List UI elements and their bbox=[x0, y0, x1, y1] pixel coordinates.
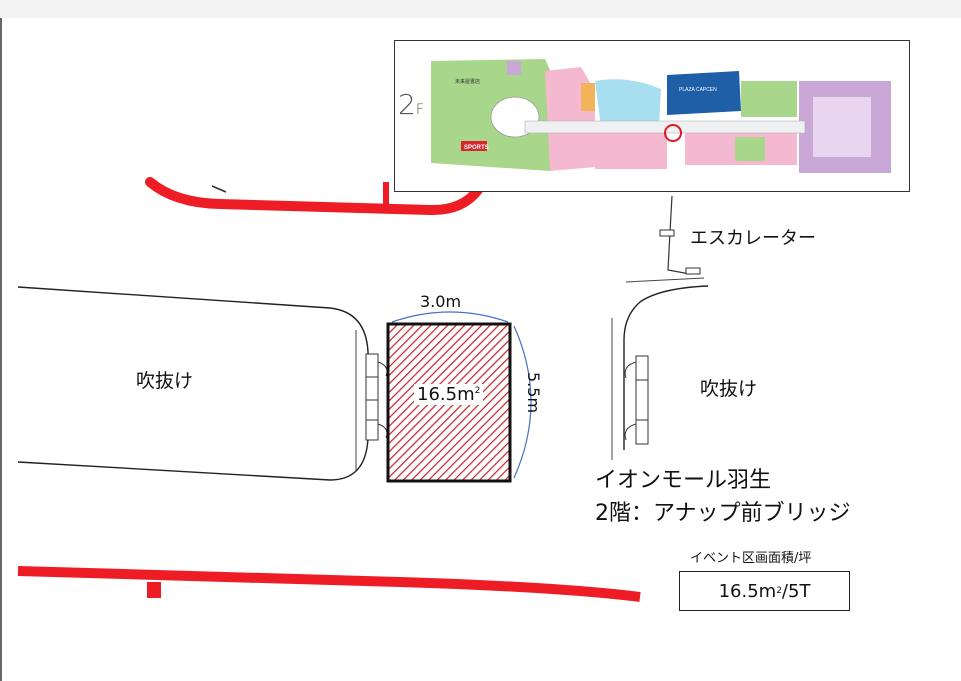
area-summary-value: 16.5 bbox=[718, 580, 759, 602]
escalator-step bbox=[685, 267, 701, 275]
inset-sports-label: SPORTS bbox=[464, 145, 489, 151]
area-caption: イベント区画面積/坪 bbox=[690, 551, 812, 566]
inset-zone-orange bbox=[581, 83, 595, 111]
void-right-inner bbox=[611, 277, 705, 460]
inset-floor-number: 2 bbox=[398, 88, 416, 121]
booth-area-value: 16.5 bbox=[417, 384, 458, 405]
inset-zone-purple-small bbox=[507, 61, 521, 75]
inset-zone-blue bbox=[667, 71, 741, 115]
void-right-label: 吹抜け bbox=[700, 378, 758, 400]
event-location: 2階：アナップ前ブリッジ bbox=[595, 501, 851, 526]
inset-plaza-label: PLAZA CAPCEN bbox=[679, 87, 717, 93]
inset-zone-pink bbox=[545, 67, 595, 171]
escalator-label: エスカレーター bbox=[690, 228, 816, 249]
inset-walkway bbox=[524, 120, 806, 134]
door-left bbox=[365, 353, 379, 441]
door-right bbox=[635, 355, 649, 445]
area-summary-unit: m bbox=[758, 580, 777, 602]
inset-purple-inner bbox=[813, 97, 871, 157]
inset-floor-map: SPORTS 未来屋書店 PLAZA CAPCEN bbox=[394, 40, 910, 192]
area-summary-sup: 2 bbox=[776, 586, 782, 596]
inset-shop-label: 未来屋書店 bbox=[455, 78, 480, 85]
booth-depth-label: 5.5m bbox=[524, 372, 543, 414]
inset-floor-suffix: F bbox=[415, 102, 424, 118]
inset-sports-sign bbox=[461, 141, 487, 151]
pillar-marker bbox=[383, 182, 389, 208]
door-swing bbox=[624, 423, 637, 441]
walkway-red-line-bottom bbox=[17, 566, 641, 602]
door-swing bbox=[377, 423, 388, 439]
inset-zone-green-small bbox=[735, 137, 765, 161]
booth-area-sup: 2 bbox=[474, 386, 481, 396]
dimension-width bbox=[391, 311, 509, 323]
dimension-depth bbox=[513, 325, 532, 479]
door-swing bbox=[377, 361, 388, 377]
escalator-step bbox=[659, 229, 675, 237]
inset-zone-green-right bbox=[741, 81, 797, 117]
red-circle-marker bbox=[664, 124, 682, 142]
viewer-top-bar bbox=[0, 0, 961, 18]
void-left-label: 吹抜け bbox=[136, 370, 194, 392]
inset-map-svg: SPORTS 未来屋書店 PLAZA CAPCEN bbox=[431, 59, 891, 173]
door-swing bbox=[624, 361, 637, 379]
mall-name: イオンモール羽生 bbox=[595, 468, 772, 493]
void-right-outline bbox=[623, 285, 709, 450]
wall-line bbox=[211, 185, 227, 193]
booth-width-label: 3.0m bbox=[420, 292, 462, 311]
walkway-red-line-top bbox=[145, 177, 483, 216]
inset-zone-aqua bbox=[595, 79, 661, 127]
pillar-marker bbox=[147, 582, 161, 598]
escalator-outline bbox=[667, 195, 691, 275]
inset-floor-label: 2F bbox=[398, 88, 424, 121]
booth-area-label: 16.5m2 bbox=[414, 384, 484, 405]
area-summary-tsubo: /5T bbox=[781, 580, 811, 602]
booth-area-unit: m bbox=[457, 384, 475, 405]
inset-zone-pink-center bbox=[595, 131, 667, 169]
